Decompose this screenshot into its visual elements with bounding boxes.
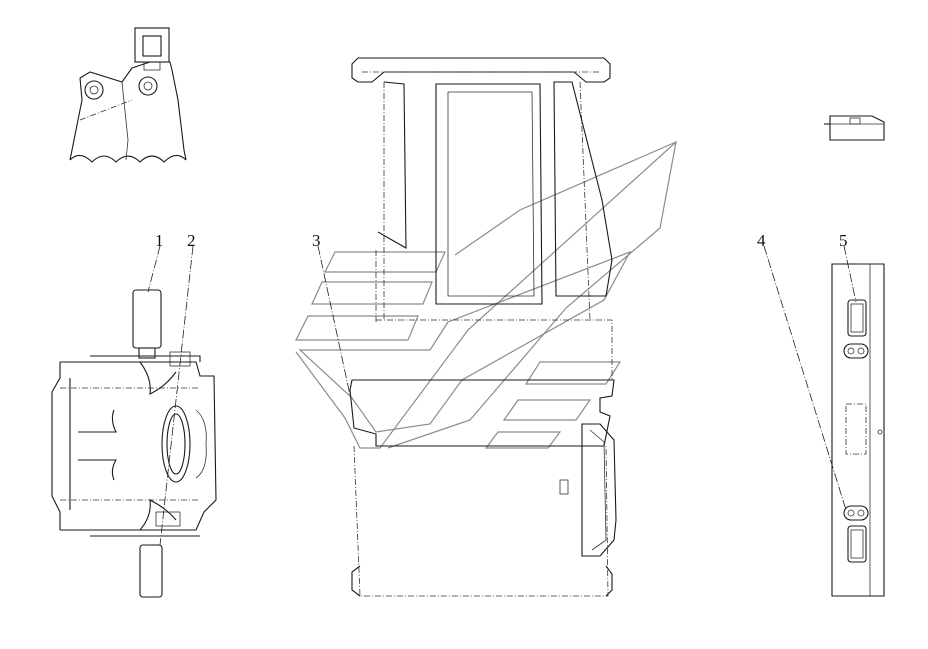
small-block-view <box>824 115 885 141</box>
side-plate-view <box>831 263 885 597</box>
leader-lines <box>147 245 857 546</box>
callout-2: 2 <box>187 231 196 250</box>
leader-2 <box>159 245 194 546</box>
leader-1 <box>147 245 161 293</box>
callout-5: 5 <box>839 231 848 250</box>
axle-assembly-view <box>51 289 217 598</box>
watermark-logo-icon <box>295 140 677 449</box>
callout-1: 1 <box>155 231 164 250</box>
cab-frame-view <box>349 57 617 597</box>
leader-3 <box>317 245 351 396</box>
hitch-bracket-view <box>69 27 187 163</box>
leader-5 <box>843 245 857 303</box>
leader-4 <box>763 245 847 511</box>
callout-4: 4 <box>757 231 766 250</box>
callout-3: 3 <box>312 231 321 250</box>
